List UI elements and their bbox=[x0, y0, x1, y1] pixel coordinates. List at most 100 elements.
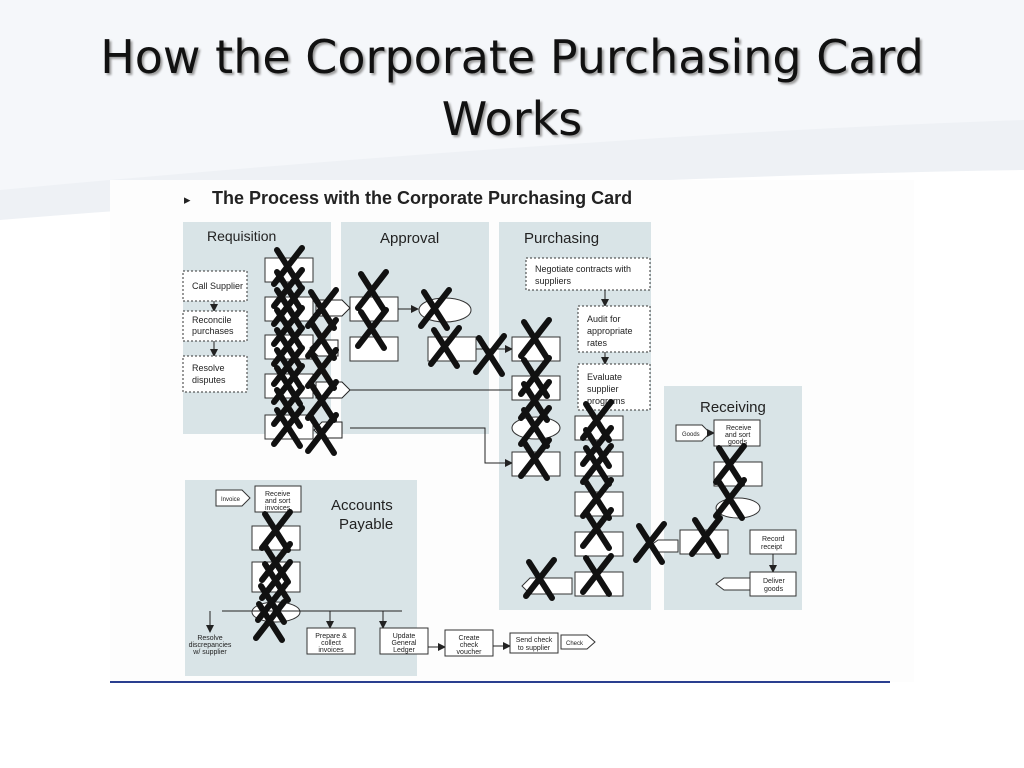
lane-label-accounts-2: Payable bbox=[339, 516, 393, 533]
arrow-check-out: Check bbox=[560, 634, 596, 650]
svg-text:suppliers: suppliers bbox=[535, 276, 572, 286]
process-diagram: ▸ The Process with the Corporate Purchas… bbox=[110, 180, 914, 682]
cross-out-stroke bbox=[305, 412, 339, 454]
svg-text:Update: Update bbox=[393, 633, 416, 640]
svg-text:Prepare &: Prepare & bbox=[315, 633, 347, 640]
cross-out-stroke bbox=[713, 477, 747, 519]
svg-text:invoices: invoices bbox=[265, 505, 291, 512]
cross-out-stroke bbox=[580, 553, 614, 595]
lane-accounts-payable bbox=[185, 480, 417, 676]
svg-text:Receive: Receive bbox=[726, 425, 751, 432]
svg-text:Negotiate contracts with: Negotiate contracts with bbox=[535, 264, 631, 274]
svg-text:Evaluate: Evaluate bbox=[587, 372, 622, 382]
lane-label-requisition: Requisition bbox=[207, 228, 276, 244]
svg-text:rates: rates bbox=[587, 338, 608, 348]
svg-text:Create: Create bbox=[458, 635, 479, 642]
cross-out-stroke bbox=[473, 333, 507, 375]
lane-label-purchasing: Purchasing bbox=[524, 230, 599, 247]
svg-text:appropriate: appropriate bbox=[587, 326, 633, 336]
box-reconcile-purchases: Reconcile purchases bbox=[182, 310, 248, 342]
cross-out-stroke bbox=[518, 405, 552, 447]
cross-out-stroke bbox=[355, 269, 389, 311]
box-create-check-voucher: Create check voucher bbox=[444, 629, 494, 657]
svg-text:Resolve: Resolve bbox=[197, 635, 222, 642]
arrow-goods-out bbox=[715, 577, 751, 591]
box-deliver-goods: Deliver goods bbox=[749, 571, 797, 597]
cross-out-stroke bbox=[580, 443, 614, 485]
slide-title: How the Corporate Purchasing Card Works bbox=[40, 26, 984, 150]
svg-text:voucher: voucher bbox=[457, 649, 483, 656]
cross-out-stroke bbox=[305, 347, 339, 389]
svg-text:Goods: Goods bbox=[682, 432, 700, 438]
cross-out-stroke bbox=[259, 509, 293, 551]
cross-out-stroke bbox=[271, 345, 305, 387]
box-send-check-supplier: Send check to supplier bbox=[509, 632, 559, 654]
svg-text:Send check: Send check bbox=[516, 637, 553, 644]
lane-label-approval: Approval bbox=[380, 230, 439, 247]
svg-text:collect: collect bbox=[321, 640, 341, 647]
box-negotiate-contracts: Negotiate contracts with suppliers bbox=[525, 257, 651, 291]
svg-text:receipt: receipt bbox=[761, 544, 782, 551]
cross-out-stroke bbox=[523, 557, 557, 599]
svg-text:and sort: and sort bbox=[725, 432, 750, 439]
cross-out-stroke bbox=[580, 507, 614, 549]
cross-out-stroke bbox=[428, 325, 462, 367]
cross-out-stroke bbox=[518, 437, 552, 479]
svg-text:goods: goods bbox=[728, 439, 748, 446]
box-receive-sort-invoices: Receive and sort invoices bbox=[254, 485, 302, 513]
svg-text:Reconcile: Reconcile bbox=[192, 315, 232, 325]
box-call-supplier: Call Supplier bbox=[182, 270, 248, 302]
box-prepare-collect-invoices: Prepare & collect invoices bbox=[306, 627, 356, 655]
svg-text:and sort: and sort bbox=[265, 498, 290, 505]
cross-out-stroke bbox=[271, 405, 305, 447]
cross-out-stroke bbox=[271, 267, 305, 309]
cross-out-stroke bbox=[253, 599, 287, 641]
svg-text:Ledger: Ledger bbox=[393, 647, 415, 654]
cross-out-stroke bbox=[418, 287, 452, 329]
svg-text:programs: programs bbox=[587, 396, 626, 406]
svg-text:w/ supplier: w/ supplier bbox=[192, 649, 227, 656]
arrow-goods-in: Goods bbox=[675, 424, 715, 442]
cross-out-stroke bbox=[305, 379, 339, 421]
cross-out-stroke bbox=[580, 425, 614, 467]
heading-marker-icon: ▸ bbox=[184, 192, 191, 207]
svg-text:Receive: Receive bbox=[265, 491, 290, 498]
svg-text:supplier: supplier bbox=[587, 384, 619, 394]
cross-out-stroke bbox=[713, 443, 747, 485]
svg-text:Record: Record bbox=[762, 536, 785, 543]
box-receive-sort-goods: Receive and sort goods bbox=[713, 419, 761, 447]
box-record-receipt: Record receipt bbox=[749, 529, 797, 555]
svg-text:Invoice: Invoice bbox=[221, 497, 241, 503]
background-swoosh bbox=[0, 0, 1024, 220]
svg-text:goods: goods bbox=[764, 586, 784, 593]
box-resolve-disputes: Resolve disputes bbox=[182, 355, 248, 393]
svg-text:Call Supplier: Call Supplier bbox=[192, 281, 243, 291]
arrow-invoice-in: Invoice bbox=[215, 489, 251, 507]
box-audit-rates: Audit for appropriate rates bbox=[577, 305, 651, 353]
svg-text:Deliver: Deliver bbox=[763, 578, 785, 585]
svg-text:Resolve: Resolve bbox=[192, 363, 225, 373]
svg-text:Check: Check bbox=[566, 641, 584, 647]
lane-label-accounts-1: Accounts bbox=[331, 497, 393, 514]
ap-down-arrows bbox=[206, 611, 387, 633]
cross-out-stroke bbox=[689, 515, 723, 557]
svg-text:to supplier: to supplier bbox=[518, 645, 551, 652]
svg-text:invoices: invoices bbox=[318, 647, 344, 654]
svg-text:discrepancies: discrepancies bbox=[189, 642, 232, 649]
label-resolve-discrepancies: Resolve discrepancies w/ supplier bbox=[189, 635, 232, 656]
cross-out-stroke bbox=[259, 541, 293, 583]
diagram-heading: The Process with the Corporate Purchasin… bbox=[212, 188, 632, 208]
lane-label-receiving: Receiving bbox=[700, 399, 766, 416]
svg-text:Audit for: Audit for bbox=[587, 314, 621, 324]
svg-text:disputes: disputes bbox=[192, 375, 226, 385]
svg-text:check: check bbox=[460, 642, 479, 649]
slide-title-line-2: Works bbox=[441, 92, 583, 146]
cross-out-marks bbox=[253, 245, 747, 643]
cross-out-stroke bbox=[633, 521, 667, 563]
svg-text:General: General bbox=[392, 640, 417, 647]
cross-out-stroke bbox=[518, 317, 552, 359]
slide-title-line-1: How the Corporate Purchasing Card bbox=[100, 30, 924, 84]
box-evaluate-programs: Evaluate supplier programs bbox=[577, 363, 651, 411]
diagram-bottom-rule bbox=[110, 681, 890, 683]
svg-text:purchases: purchases bbox=[192, 326, 234, 336]
